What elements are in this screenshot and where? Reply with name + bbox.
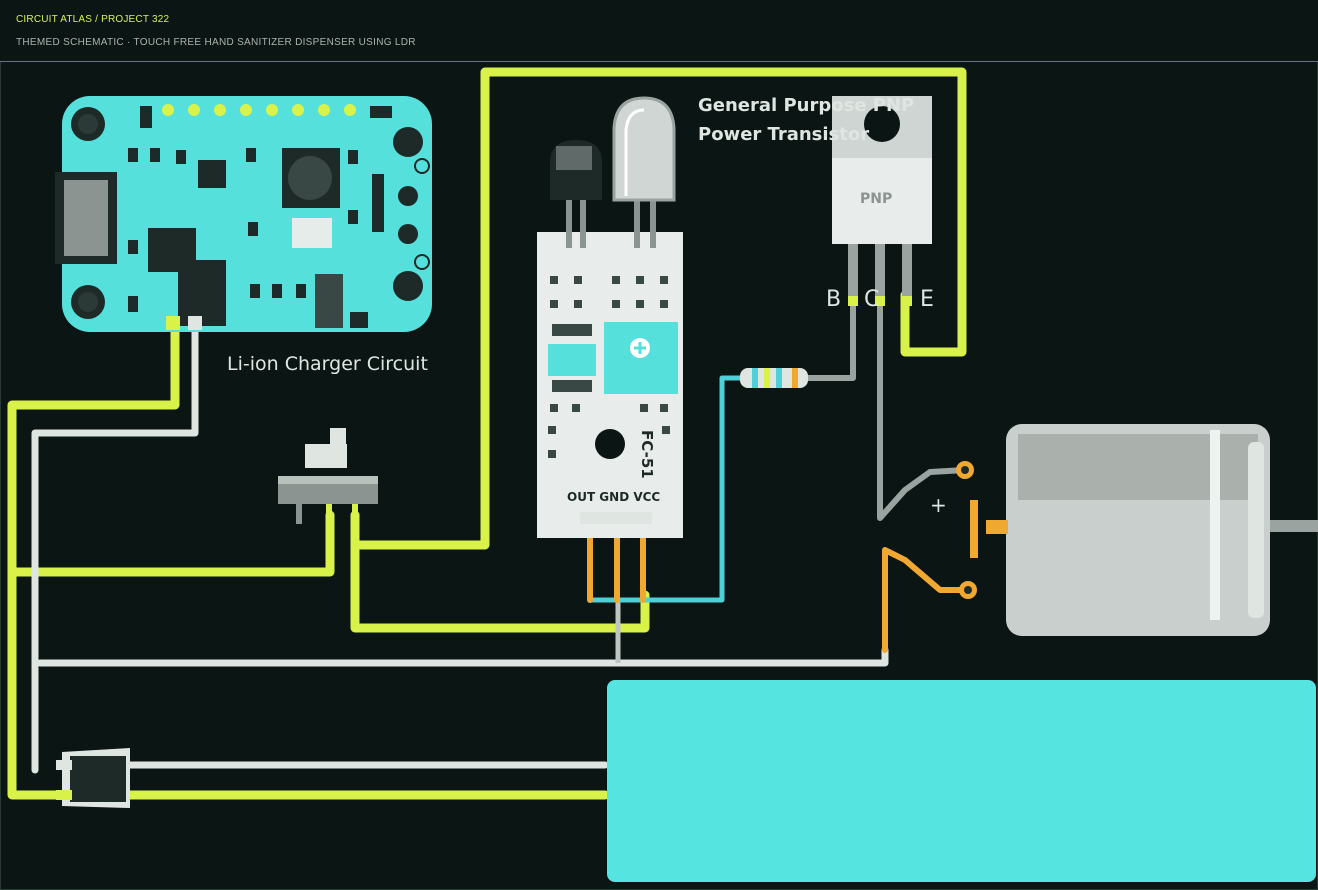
dc-motor[interactable]: + — [930, 424, 1318, 636]
jst-connector[interactable] — [56, 748, 130, 808]
module-name: FC-51 — [638, 430, 656, 479]
pin-label-e: E — [920, 287, 934, 312]
breadcrumb[interactable]: CIRCUIT ATLAS / PROJECT 322 — [16, 14, 170, 25]
pnp-title-line-1: General Purpose PNP — [698, 95, 914, 116]
charger-board[interactable] — [55, 96, 432, 332]
pin-label-b: B — [826, 287, 841, 312]
slide-switch[interactable] — [278, 428, 378, 524]
wire-gray-collector — [877, 247, 968, 521]
battery-pack[interactable] — [607, 680, 1316, 882]
wire-yellow-gnd — [350, 510, 650, 633]
module-pin-labels: OUT GND VCC — [567, 490, 660, 504]
ir-sensor-module[interactable]: FC-51 OUT GND VCC — [537, 96, 683, 538]
pnp-transistor[interactable]: PNP — [832, 96, 932, 306]
page-subtitle: THEMED SCHEMATIC · TOUCH FREE HAND SANIT… — [16, 37, 416, 48]
wire-gray-base — [800, 250, 856, 381]
charger-label: Li-ion Charger Circuit — [227, 353, 428, 375]
pnp-title-line-2: Power Transistor — [698, 124, 869, 145]
base-resistor[interactable] — [740, 368, 808, 388]
wire-white-main — [31, 321, 889, 774]
motor-plus-label: + — [930, 493, 947, 517]
pnp-body-label: PNP — [860, 191, 892, 207]
wire-orange-motor-neg — [882, 547, 971, 653]
wire-cyan-out — [590, 375, 745, 603]
page-header: CIRCUIT ATLAS / PROJECT 322 THEMED SCHEM… — [0, 0, 1318, 62]
wire-yellow-left-main — [7, 320, 610, 800]
pin-label-c: C — [864, 287, 879, 312]
wire-yellow-top-loop — [350, 67, 967, 550]
